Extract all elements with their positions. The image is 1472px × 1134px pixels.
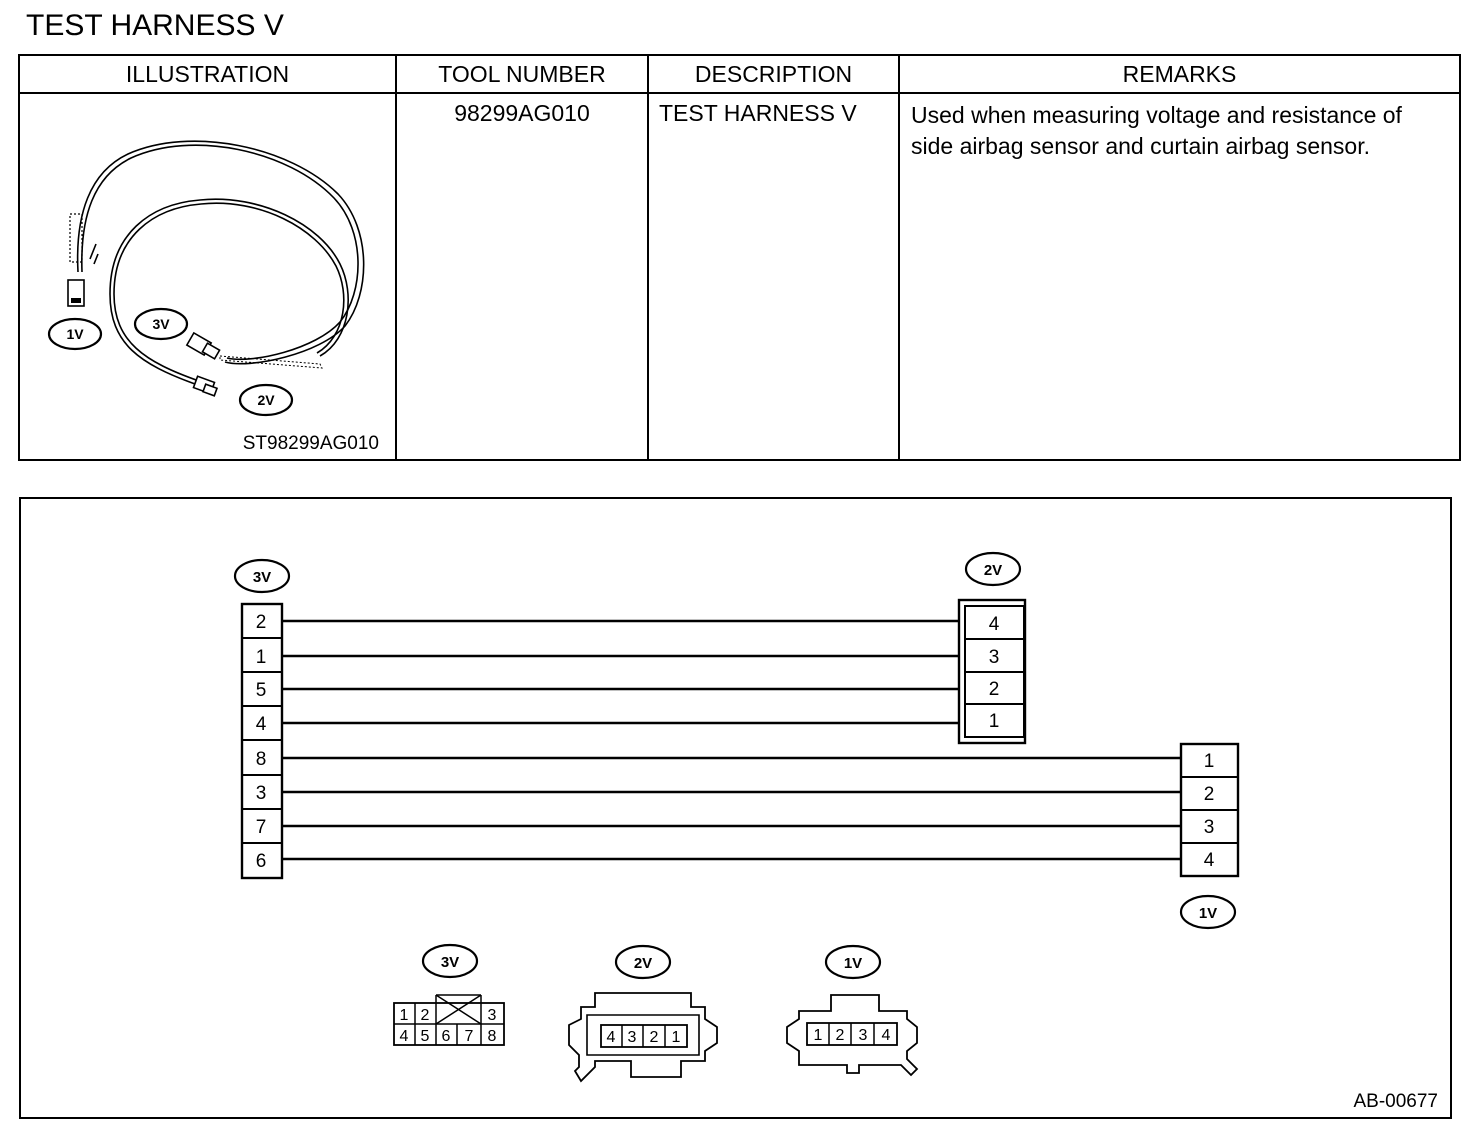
svg-text:1V: 1V xyxy=(844,955,862,972)
cable-shielding xyxy=(69,213,323,369)
header-tool-number: TOOL NUMBER xyxy=(395,54,649,94)
pin-label: 4 xyxy=(400,1028,409,1045)
wires xyxy=(281,619,1181,861)
pin-label: 3 xyxy=(859,1027,868,1044)
connector-3v-label: 3V xyxy=(233,558,291,594)
pin-label: 2 xyxy=(256,612,267,633)
connector-3v-icon xyxy=(185,331,221,360)
pin-label: 1 xyxy=(989,711,1000,732)
pin-label: 7 xyxy=(256,817,267,838)
connector-2v-icon xyxy=(192,375,219,397)
illustration-cell: 1V 3V 2V ST98299AG010 xyxy=(18,92,397,461)
wiring-diagram: 3V 2V 1V xyxy=(19,497,1452,1119)
table-header-row: ILLUSTRATION TOOL NUMBER DESCRIPTION REM… xyxy=(18,54,1461,94)
pin-label: 7 xyxy=(465,1028,474,1045)
svg-text:3V: 3V xyxy=(441,954,459,971)
connector-face-2v: 2V 4 3 2 1 xyxy=(568,944,718,1083)
pin-label: 2 xyxy=(650,1029,659,1046)
connector-face-1v: 1V 1 2 3 4 xyxy=(786,944,919,1077)
harness-cable xyxy=(76,140,365,385)
connector-face-3v: 3V 1 2 3 4 5 6 7 8 xyxy=(393,943,505,1046)
pin-label: 2 xyxy=(836,1027,845,1044)
pin-label: 1 xyxy=(256,647,267,668)
svg-text:2V: 2V xyxy=(984,562,1002,579)
pin-label: 3 xyxy=(1204,817,1215,838)
pin-label: 3 xyxy=(989,647,1000,668)
connector-2v-label: 2V xyxy=(964,551,1022,587)
pin-label: 2 xyxy=(421,1007,430,1024)
pin-label: 4 xyxy=(1204,850,1215,871)
table-row: 1V 3V 2V ST98299AG010 98299AG010 TEST HA… xyxy=(18,92,1461,461)
connector-3v-pins: 2 1 5 4 8 3 7 6 xyxy=(240,602,284,880)
connector-2v-pins: 4 3 2 1 xyxy=(957,598,1027,745)
pin-label: 3 xyxy=(256,783,267,804)
pin-label: 1 xyxy=(672,1029,681,1046)
pin-label: 5 xyxy=(421,1028,430,1045)
pin-label: 5 xyxy=(256,680,267,701)
pin-label: 1 xyxy=(814,1027,823,1044)
wiring-diagram-svg: 3V 2V 1V xyxy=(233,551,1240,1083)
pin-label: 3 xyxy=(628,1029,637,1046)
pin-label: 8 xyxy=(488,1028,497,1045)
connector-1v-pins: 1 2 3 4 xyxy=(1179,742,1240,878)
svg-text:3V: 3V xyxy=(152,316,170,332)
svg-text:3V: 3V xyxy=(253,569,271,586)
pin-label: 3 xyxy=(488,1007,497,1024)
document-code: AB-00677 xyxy=(1353,1091,1438,1112)
pin-label: 4 xyxy=(882,1027,891,1044)
pin-label: 1 xyxy=(400,1007,409,1024)
pin-label: 4 xyxy=(256,714,267,735)
svg-text:2V: 2V xyxy=(634,955,652,972)
svg-text:1V: 1V xyxy=(66,326,84,342)
pin-label: 8 xyxy=(256,749,267,770)
tool-number-cell: 98299AG010 xyxy=(395,92,649,461)
pin-label: 4 xyxy=(989,614,1000,635)
page-title: TEST HARNESS V xyxy=(26,9,284,42)
pin-label: 1 xyxy=(1204,751,1215,772)
description-cell: TEST HARNESS V xyxy=(647,92,900,461)
svg-text:2V: 2V xyxy=(257,392,275,408)
harness-illustration: 1V 3V 2V xyxy=(47,140,365,417)
pin-label: 2 xyxy=(989,679,1000,700)
svg-text:1V: 1V xyxy=(1199,905,1217,922)
pin-label: 6 xyxy=(256,851,267,872)
pin-label: 4 xyxy=(607,1029,616,1046)
header-illustration: ILLUSTRATION xyxy=(18,54,397,94)
label-3v: 3V xyxy=(133,307,189,341)
header-description: DESCRIPTION xyxy=(647,54,900,94)
label-1v: 1V xyxy=(47,317,103,351)
connector-1v-label: 1V xyxy=(1179,894,1237,930)
remarks-cell: Used when measuring voltage and resistan… xyxy=(898,92,1461,461)
pin-label: 6 xyxy=(442,1028,451,1045)
header-remarks: REMARKS xyxy=(898,54,1461,94)
label-2v: 2V xyxy=(238,383,294,417)
pin-label: 2 xyxy=(1204,784,1215,805)
tool-spec-table: ILLUSTRATION TOOL NUMBER DESCRIPTION REM… xyxy=(18,54,1461,461)
illustration-code: ST98299AG010 xyxy=(242,433,379,454)
